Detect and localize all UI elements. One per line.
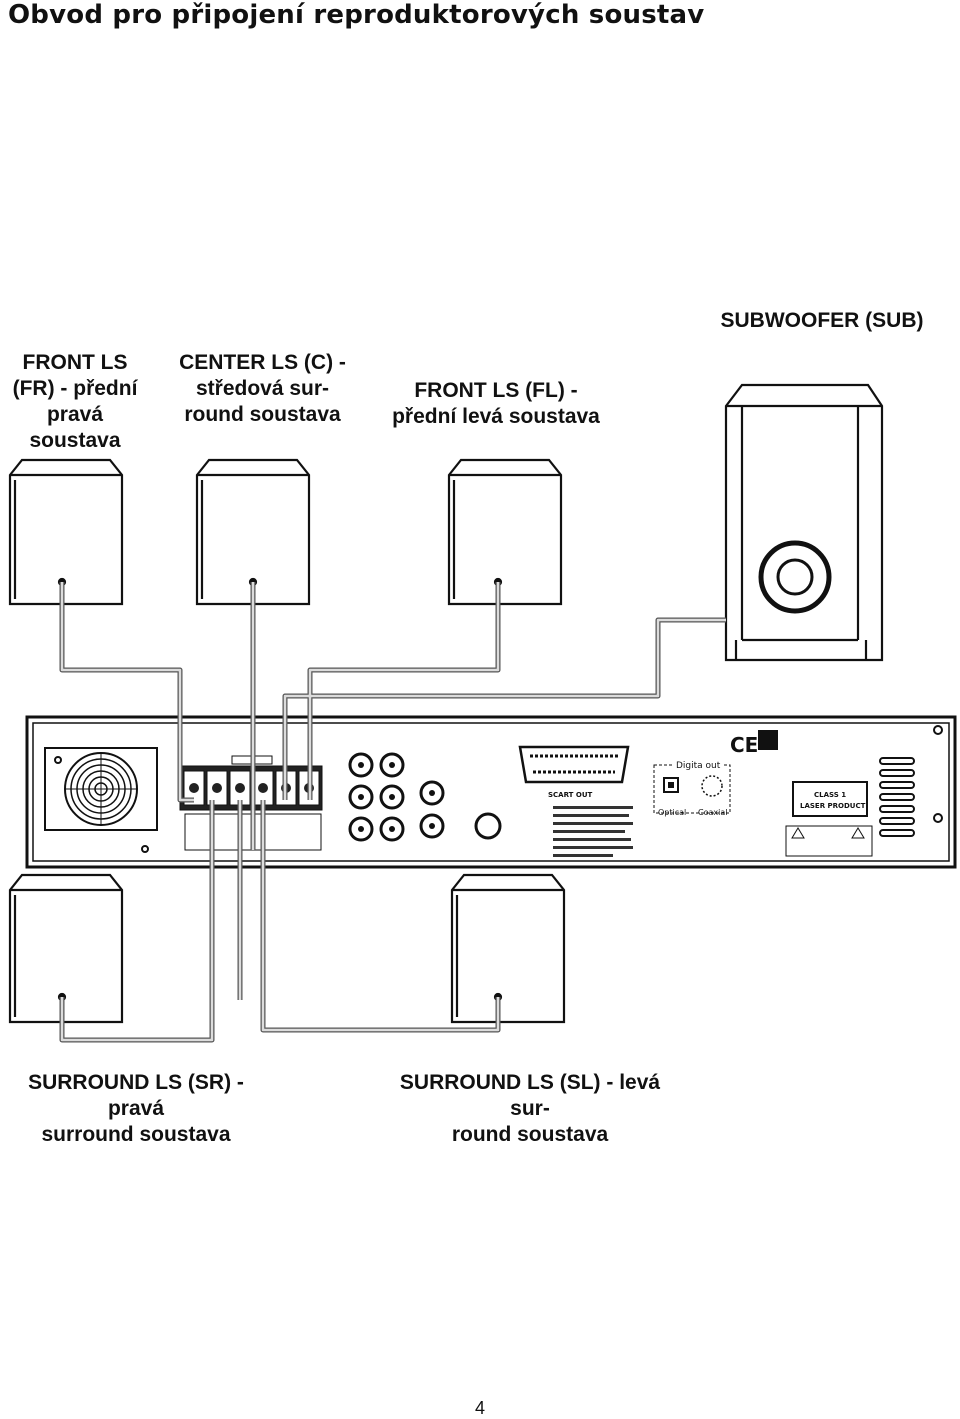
label-surround-right: SURROUND LS (SR) - pravá surround sousta… bbox=[28, 1071, 244, 1146]
receiver-back-panel: SCART OUT Digita out Optical Coaxial CE … bbox=[25, 715, 957, 869]
speaker-front-left bbox=[447, 458, 563, 606]
coaxial-label: Coaxial bbox=[698, 808, 727, 817]
label-front-right: FRONT LS (FR) - přední pravá soustava bbox=[12, 351, 138, 452]
label-surround-left: SURROUND LS (SL) - levá sur- round soust… bbox=[399, 1071, 661, 1146]
page-title: Obvod pro připojení reproduktorových sou… bbox=[8, 0, 705, 30]
svg-text:LASER PRODUCT: LASER PRODUCT bbox=[800, 802, 866, 810]
speaker-cables bbox=[59, 582, 726, 1043]
digital-out-section: Digita out Optical Coaxial bbox=[653, 760, 731, 817]
digital-out-label: Digita out bbox=[676, 761, 721, 771]
label-front-left: FRONT LS (FL) - přední levá soustava bbox=[392, 379, 600, 428]
scart-connector: SCART OUT bbox=[518, 745, 630, 799]
laser-class-label: CLASS 1 LASER PRODUCT bbox=[792, 781, 868, 817]
svg-text:CLASS 1: CLASS 1 bbox=[814, 791, 846, 799]
warning-label bbox=[785, 825, 873, 857]
weee-icon bbox=[758, 730, 778, 750]
speaker-front-right bbox=[8, 458, 124, 606]
label-subwoofer: SUBWOOFER (SUB) bbox=[720, 309, 924, 332]
label-center: CENTER LS (C) - středová sur- round sous… bbox=[179, 351, 346, 426]
page-number: 4 bbox=[474, 1398, 485, 1418]
speaker-surround-right bbox=[8, 873, 124, 1024]
scart-label: SCART OUT bbox=[548, 791, 593, 799]
ce-mark: CE bbox=[730, 733, 758, 757]
cooling-fan bbox=[44, 747, 158, 831]
speaker-surround-left bbox=[450, 873, 566, 1024]
optical-label: Optical bbox=[658, 808, 686, 817]
vent-slots bbox=[879, 757, 915, 837]
dolby-text-block bbox=[553, 806, 633, 857]
subwoofer-speaker bbox=[724, 383, 884, 662]
